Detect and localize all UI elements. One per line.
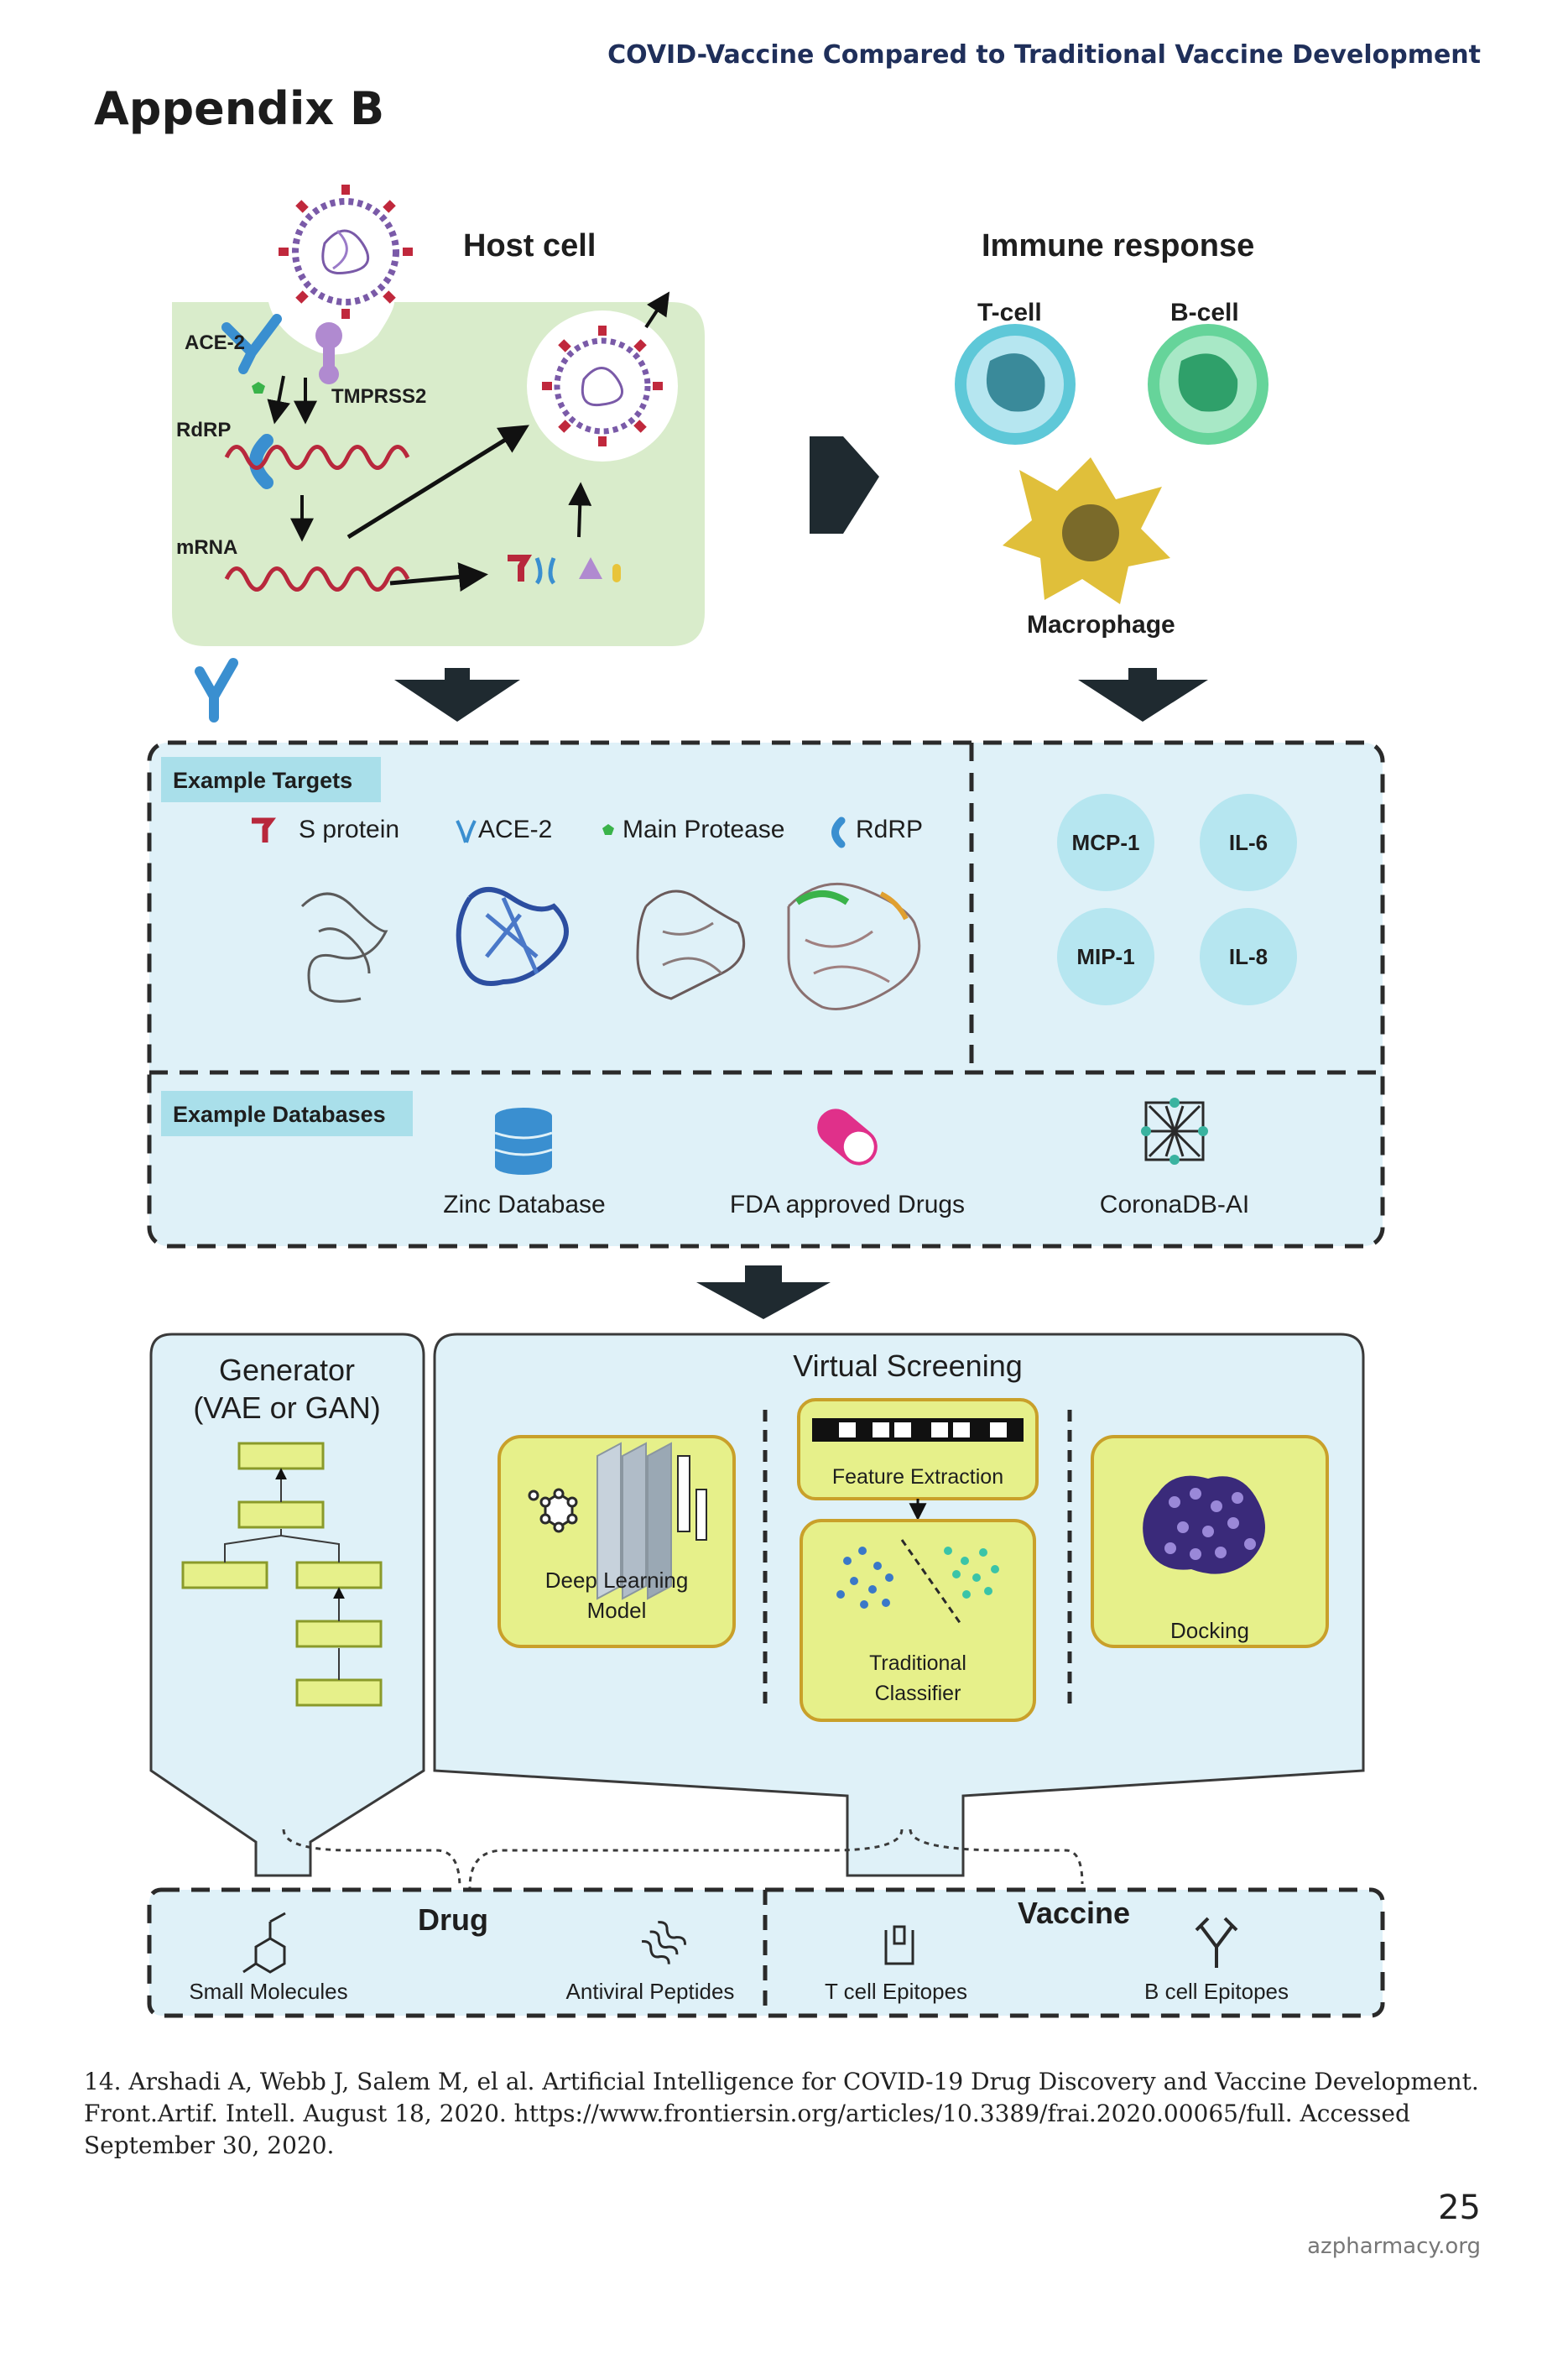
- virtual-screening-title: Virtual Screening: [793, 1349, 1023, 1383]
- reference-citation: 14. Arshadi A, Webb J, Salem M, el al. A…: [84, 2068, 1479, 2159]
- translated-proteins-icon: [508, 555, 621, 585]
- classifier-label: Traditional: [869, 1651, 966, 1675]
- figure-diagram: Host cell ACE-2 TMPRSS2: [147, 185, 1385, 2018]
- macrophage-icon: [1003, 457, 1170, 604]
- t-cell-label: T-cell: [977, 299, 1042, 326]
- example-databases-tag: [161, 1091, 413, 1136]
- virus-icon: [279, 185, 413, 319]
- tmprss2-label: TMPRSS2: [331, 385, 426, 408]
- generator-title: Generator: [219, 1353, 355, 1387]
- cytokine-mip1: MIP-1: [1076, 944, 1134, 969]
- generator-panel: Generator (VAE or GAN): [149, 1333, 425, 1877]
- example-targets-label: Example Targets: [173, 768, 352, 793]
- ace2-label: ACE-2: [185, 331, 245, 354]
- target-s-protein: S protein: [299, 816, 399, 843]
- cytokines: MCP-1 IL-6 MIP-1 IL-8: [1057, 794, 1297, 1005]
- rdrp-icon: [249, 434, 273, 489]
- cytokine-bubble: [1057, 794, 1154, 891]
- s-protein-icon: [252, 817, 276, 843]
- running-header: COVID-Vaccine Compared to Traditional Va…: [607, 40, 1481, 70]
- epitope-icon: [884, 1925, 914, 1965]
- classifier-box: [800, 1519, 1036, 1722]
- immune-response: Immune response T-cell B-cell Macrophage: [955, 228, 1268, 639]
- virtual-screening-panel: Virtual Screening Deep Learning Model: [433, 1333, 1365, 1877]
- rdrp-legend-icon: [831, 817, 846, 848]
- arrow-host-down: [394, 680, 520, 722]
- network-icon: [1141, 1098, 1208, 1165]
- arrow-to-screening: [696, 1282, 831, 1319]
- cytokine-bubble: [1057, 908, 1154, 1005]
- output-connectors: [282, 1829, 1084, 1889]
- cytokine-bubble: [1200, 794, 1297, 891]
- b-cell-epitopes-label: B cell Epitopes: [1144, 1979, 1289, 2004]
- main-protease-legend-icon: [602, 824, 614, 835]
- classifier-label-2: Classifier: [875, 1682, 961, 1705]
- example-databases-label: Example Databases: [173, 1102, 386, 1127]
- capsule-icon: [817, 1109, 878, 1166]
- arrow-to-immune: [810, 436, 879, 534]
- antiviral-peptides-label: Antiviral Peptides: [566, 1979, 735, 2004]
- host-cell: Host cell ACE-2 TMPRSS2: [172, 185, 705, 723]
- main-protease-icon: [252, 382, 265, 394]
- ace2-receptor-outside-icon: [195, 658, 238, 723]
- rdrp-label: RdRP: [176, 419, 231, 441]
- b-cell-icon: [1148, 324, 1268, 445]
- targets-databases-panel: Example Targets S protein ACE-2 Main Pro…: [147, 740, 1385, 1249]
- b-cell-label: B-cell: [1170, 299, 1239, 326]
- protein-structure-icon: [300, 882, 921, 1010]
- t-cell-epitopes-label: T cell Epitopes: [825, 1979, 967, 2004]
- vaccine-title: Vaccine: [1018, 1896, 1130, 1930]
- immune-response-title: Immune response: [982, 228, 1254, 263]
- docking-protein-icon: [1143, 1475, 1265, 1574]
- feature-extraction-label: Feature Extraction: [832, 1465, 1003, 1489]
- molecule-icon: [528, 1488, 578, 1533]
- tmprss2-protease-icon: [315, 322, 342, 384]
- page-title: Appendix B: [94, 82, 385, 135]
- target-main-protease: Main Protease: [623, 816, 784, 843]
- host-cell-title: Host cell: [463, 228, 596, 263]
- deep-learning-label-2: Model: [587, 1598, 647, 1623]
- ace2-receptor-icon: [221, 314, 282, 374]
- antibody-icon: [1195, 1917, 1238, 1968]
- drug-title: Drug: [418, 1902, 488, 1937]
- feature-bar-icon: [812, 1418, 1024, 1442]
- cytokine-mcp1: MCP-1: [1072, 830, 1140, 855]
- neural-layers-icon: [596, 1442, 707, 1600]
- arrow-immune-down: [1078, 680, 1208, 722]
- mrna-strand: [224, 566, 410, 592]
- deep-learning-label: Deep Learning: [545, 1568, 689, 1593]
- outputs-panel: Drug Vaccine Small Molecules Antiviral P…: [147, 1887, 1385, 2018]
- scatter-classifier-icon: [836, 1539, 999, 1625]
- docking-label: Docking: [1170, 1618, 1249, 1643]
- target-ace2: ACE-2: [478, 816, 552, 843]
- rna-strand: [224, 445, 410, 470]
- small-molecules-label: Small Molecules: [189, 1979, 347, 2004]
- small-molecule-icon: [242, 1912, 286, 1974]
- macrophage-label: Macrophage: [1027, 611, 1175, 639]
- cytokine-il6: IL-6: [1229, 830, 1268, 855]
- target-rdrp: RdRP: [856, 816, 923, 843]
- cytokine-il8: IL-8: [1229, 944, 1268, 969]
- example-targets-tag: [161, 757, 381, 802]
- generator-subtitle: (VAE or GAN): [193, 1390, 380, 1425]
- db-coronadb-ai: CoronaDB-AI: [1100, 1191, 1249, 1218]
- t-cell-icon: [955, 324, 1076, 445]
- site-url[interactable]: azpharmacy.org: [1307, 2234, 1481, 2259]
- mrna-label: mRNA: [176, 536, 237, 559]
- ace2-icon: [456, 820, 477, 843]
- new-virus-icon: [542, 326, 663, 446]
- page-number: 25: [1438, 2189, 1481, 2227]
- db-fda-drugs: FDA approved Drugs: [730, 1191, 965, 1218]
- db-zinc: Zinc Database: [443, 1191, 605, 1218]
- cytokine-bubble: [1200, 908, 1297, 1005]
- database-icon: [494, 1108, 553, 1175]
- peptide-icon: [641, 1921, 686, 1964]
